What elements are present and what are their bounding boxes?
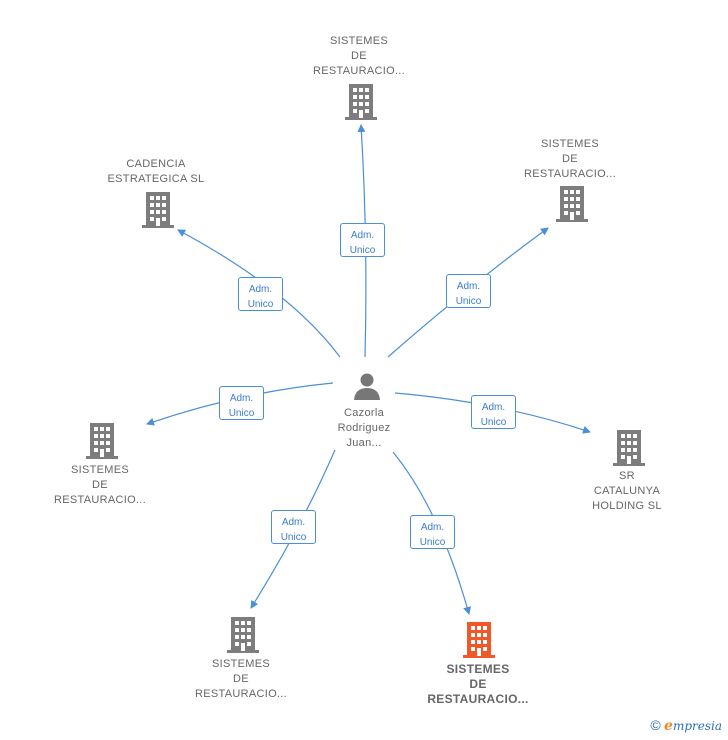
- building-icon: [613, 430, 645, 466]
- copyright-icon: ©: [650, 717, 661, 733]
- brand-logo: empresia: [664, 718, 722, 734]
- role-badge-top: Adm.Unico: [340, 223, 385, 257]
- role-badge-upper-left: Adm.Unico: [238, 277, 283, 311]
- role-badge-right: Adm.Unico: [471, 395, 516, 429]
- building-icon: [556, 186, 588, 222]
- footer-brand[interactable]: © empresia: [650, 717, 722, 734]
- building-icon: [345, 84, 377, 120]
- role-badge-upper-right: Adm.Unico: [446, 274, 491, 308]
- building-icon: [86, 423, 118, 459]
- person-icon: [354, 373, 380, 400]
- role-badge-left: Adm.Unico: [219, 386, 264, 420]
- building-icon: [227, 617, 259, 653]
- role-badge-bottom-left: Adm.Unico: [271, 510, 316, 544]
- center-person-label: Cazorla Rodriguez Juan...: [337, 407, 391, 449]
- building-icon-highlighted: [463, 622, 495, 658]
- building-icon: [142, 192, 174, 228]
- role-badge-bottom-right: Adm.Unico: [410, 515, 455, 549]
